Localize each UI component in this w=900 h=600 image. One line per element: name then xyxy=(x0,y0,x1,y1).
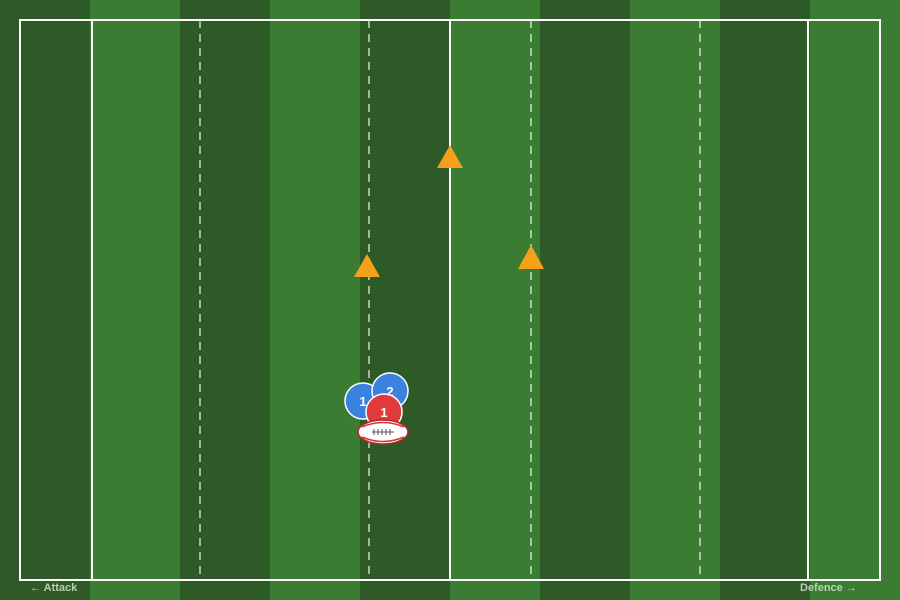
player-number: 2 xyxy=(386,384,393,399)
grass-stripe xyxy=(540,0,630,600)
player-number: 1 xyxy=(359,394,366,409)
grass-stripe xyxy=(630,0,720,600)
attack-direction-label: ← Attack xyxy=(30,582,78,594)
pitch-markings xyxy=(19,19,881,581)
grass-stripe xyxy=(450,0,540,600)
grass-stripe xyxy=(270,0,360,600)
grass-stripe xyxy=(90,0,180,600)
cones[interactable] xyxy=(354,145,544,277)
grass-stripe xyxy=(180,0,270,600)
cone-icon[interactable] xyxy=(518,245,544,269)
player-number: 1 xyxy=(380,405,387,420)
grass-stripe xyxy=(360,0,450,600)
cone-icon[interactable] xyxy=(437,145,463,168)
defence-direction-label: Defence → xyxy=(800,582,857,594)
cone-icon[interactable] xyxy=(354,254,380,277)
rugby-ball-icon[interactable] xyxy=(357,419,409,445)
grass-stripe xyxy=(0,0,90,600)
grass-stripe xyxy=(720,0,810,600)
grass-stripe xyxy=(810,0,900,600)
